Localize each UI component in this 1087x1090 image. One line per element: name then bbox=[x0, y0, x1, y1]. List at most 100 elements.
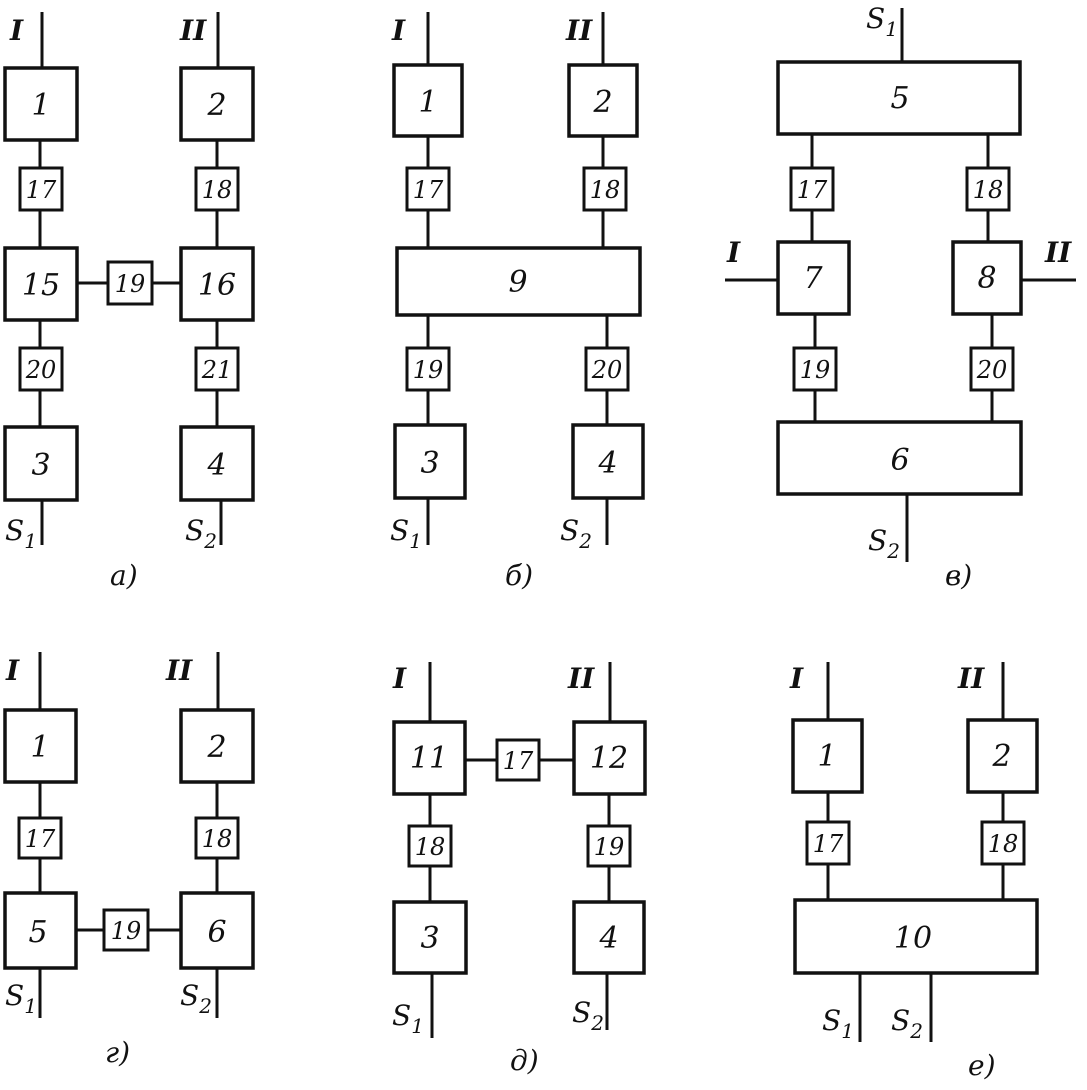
block-1 bbox=[392, 63, 464, 138]
input-port-1-label: I bbox=[726, 236, 741, 269]
output-s1-label: S1 bbox=[390, 514, 422, 553]
block-7-label: 7 bbox=[803, 261, 823, 296]
block-10-label: 10 bbox=[894, 921, 932, 956]
block-9 bbox=[395, 246, 642, 317]
block-3-label: 3 bbox=[31, 448, 50, 483]
block-1-label: 1 bbox=[817, 739, 836, 774]
input-port-1-label: I bbox=[789, 662, 804, 695]
block-11 bbox=[392, 720, 467, 796]
link-block-19 bbox=[405, 346, 451, 392]
block-1-label: 1 bbox=[30, 730, 49, 765]
link-block-17-label: 17 bbox=[26, 176, 57, 204]
block-12-label: 12 bbox=[590, 741, 628, 776]
link-block-17 bbox=[789, 166, 835, 212]
diagram-d-caption: г) bbox=[105, 1036, 130, 1069]
block-15 bbox=[3, 246, 79, 322]
block-4-label: 4 bbox=[597, 446, 617, 481]
link-block-19 bbox=[792, 346, 838, 392]
block-1 bbox=[791, 718, 864, 794]
link-block-17-label: 17 bbox=[503, 747, 534, 775]
link-block-18-label: 18 bbox=[202, 825, 233, 853]
link-block-20-label: 20 bbox=[591, 356, 623, 384]
block-12 bbox=[572, 720, 647, 796]
block-2-label: 2 bbox=[991, 739, 1011, 774]
link-block-17-label: 17 bbox=[413, 176, 444, 204]
block-3 bbox=[393, 423, 467, 500]
block-2 bbox=[966, 718, 1039, 794]
input-s1-label: S1 bbox=[866, 2, 898, 41]
block-6-label: 6 bbox=[207, 915, 226, 950]
block-3 bbox=[3, 425, 79, 502]
block-15-label: 15 bbox=[22, 268, 60, 303]
block-8 bbox=[951, 240, 1023, 316]
link-block-19-label: 19 bbox=[111, 917, 142, 945]
link-block-18-label: 18 bbox=[590, 176, 621, 204]
input-port-1-label: I bbox=[5, 654, 20, 687]
link-block-21 bbox=[194, 346, 240, 392]
block-11-label: 11 bbox=[410, 741, 448, 776]
link-block-21-label: 21 bbox=[201, 356, 233, 384]
link-block-19-label: 19 bbox=[594, 833, 625, 861]
link-block-19-label: 19 bbox=[800, 356, 831, 384]
diagram-c-caption: в) bbox=[945, 559, 972, 592]
output-s2-label: S2 bbox=[560, 514, 592, 553]
diagram-f: I II 1 2 10 17 18 S1 S2 е) bbox=[789, 662, 1039, 1082]
block-5-label: 5 bbox=[890, 81, 909, 116]
output-s1-label: S1 bbox=[822, 1004, 854, 1043]
link-block-18-label: 18 bbox=[988, 830, 1019, 858]
block-1 bbox=[3, 66, 79, 142]
output-s2-label: S2 bbox=[868, 524, 900, 563]
block-2 bbox=[179, 708, 255, 784]
input-port-1-label: I bbox=[9, 14, 24, 47]
link-block-18 bbox=[980, 820, 1026, 866]
input-port-1-label: I bbox=[391, 14, 406, 47]
block-6 bbox=[776, 420, 1023, 496]
block-7 bbox=[776, 240, 851, 316]
link-block-20 bbox=[969, 346, 1015, 392]
link-block-20-label: 20 bbox=[25, 356, 57, 384]
link-block-19 bbox=[586, 824, 632, 868]
link-block-18-label: 18 bbox=[415, 833, 446, 861]
link-block-19 bbox=[106, 260, 154, 306]
diagram-b-caption: б) bbox=[505, 559, 533, 592]
link-block-19-label: 19 bbox=[413, 356, 444, 384]
block-2 bbox=[567, 63, 639, 138]
link-block-18 bbox=[194, 166, 240, 212]
input-port-2-label: II bbox=[165, 654, 193, 687]
diagram-a: I II 1 2 15 16 3 4 17 18 19 20 21 S1 S2 … bbox=[3, 12, 255, 592]
block-9-label: 9 bbox=[508, 265, 527, 300]
block-4-label: 4 bbox=[206, 448, 226, 483]
link-block-17 bbox=[17, 816, 63, 860]
block-2-label: 2 bbox=[206, 88, 226, 123]
diagram-e-caption: д) bbox=[510, 1044, 539, 1077]
link-block-18 bbox=[582, 166, 628, 212]
block-1-label: 1 bbox=[31, 88, 50, 123]
block-3-label: 3 bbox=[420, 921, 439, 956]
link-block-19 bbox=[102, 908, 150, 952]
output-s2-label: S2 bbox=[891, 1004, 923, 1043]
block-1-label: 1 bbox=[418, 85, 437, 120]
link-block-17-label: 17 bbox=[797, 176, 828, 204]
block-4 bbox=[572, 900, 646, 975]
block-2-label: 2 bbox=[206, 730, 226, 765]
block-6-label: 6 bbox=[890, 443, 909, 478]
block-4 bbox=[571, 423, 645, 500]
input-port-2-label: II bbox=[1044, 236, 1072, 269]
output-s2-label: S2 bbox=[180, 979, 212, 1018]
diagram-c: S1 I II 5 7 8 6 17 18 19 20 S2 в) bbox=[725, 2, 1076, 592]
output-s2-label: S2 bbox=[185, 514, 217, 553]
link-block-18 bbox=[194, 816, 240, 860]
link-block-17 bbox=[18, 166, 64, 212]
block-3 bbox=[392, 900, 468, 975]
diagram-e: I II 11 12 3 4 17 18 19 S1 S2 д) bbox=[392, 662, 647, 1077]
output-s1-label: S1 bbox=[5, 979, 37, 1018]
block-16-label: 16 bbox=[198, 268, 236, 303]
block-2 bbox=[179, 66, 255, 142]
input-port-2-label: II bbox=[567, 662, 595, 695]
diagram-a-caption: а) bbox=[110, 559, 138, 592]
block-5-label: 5 bbox=[28, 915, 47, 950]
link-block-18 bbox=[965, 166, 1011, 212]
block-1 bbox=[3, 708, 78, 784]
block-4 bbox=[179, 425, 255, 502]
